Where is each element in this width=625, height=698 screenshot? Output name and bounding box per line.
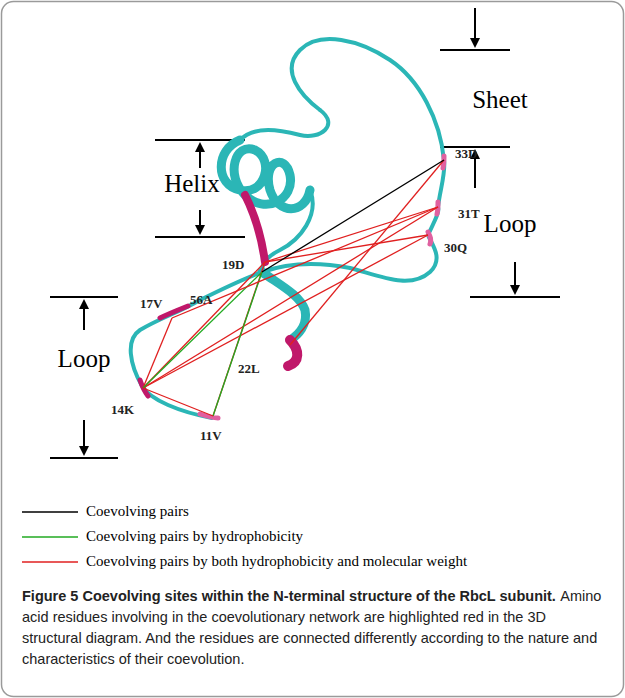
region-label: Loop — [58, 345, 111, 373]
residue-label: 33D — [455, 146, 477, 162]
residue-label: 22L — [238, 361, 260, 377]
residue-label: 30Q — [444, 240, 467, 256]
legend-text: Coevolving pairs — [86, 503, 189, 520]
residue-label: 14K — [111, 402, 134, 418]
region-label: Loop — [484, 210, 537, 238]
figure-caption: Figure 5 Coevolving sites within the N-t… — [22, 586, 604, 670]
residue-label: 31T — [458, 206, 480, 222]
residue-label: 56A — [190, 292, 212, 308]
legend-samples — [22, 512, 78, 562]
protein-ribbon — [131, 39, 445, 418]
residue-label: 17V — [140, 296, 162, 312]
region-brackets — [50, 8, 560, 458]
coevolution-lines — [143, 160, 444, 416]
legend-text: Coevolving pairs by both hydrophobicity … — [86, 553, 467, 570]
residue-label: 11V — [200, 428, 222, 444]
legend-text: Coevolving pairs by hydrophobicity — [86, 528, 303, 545]
residue-label: 19D — [222, 257, 244, 273]
region-label: Sheet — [472, 86, 528, 114]
region-label: Helix — [164, 170, 220, 198]
caption-title: Figure 5 Coevolving sites within the N-t… — [22, 588, 556, 604]
